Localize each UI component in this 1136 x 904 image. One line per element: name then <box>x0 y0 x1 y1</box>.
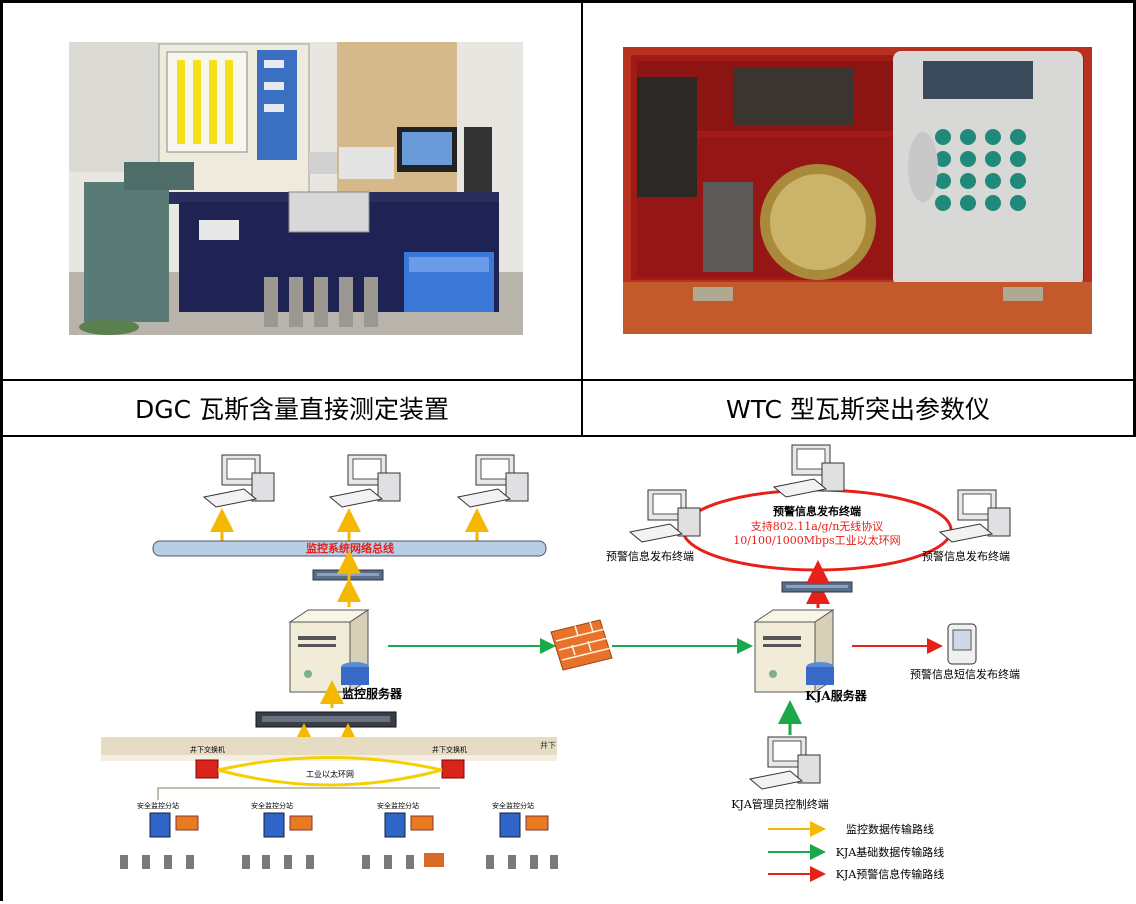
substation-3-label: 安全监控分站 <box>377 801 419 810</box>
sms-terminal-label: 预警信息短信发布终端 <box>910 667 1020 681</box>
core-switch-icon <box>255 711 397 728</box>
switch-left-icon <box>195 759 219 779</box>
wtc-instrument-photo <box>623 47 1092 334</box>
network-diagram-svg: 监控系统网络总线 监控服务器 KJA服务器 预警信息短信发布终端 <box>101 444 1020 882</box>
legend-item-red: KJA预警信息传输路线 <box>836 867 945 881</box>
sms-terminal-icon <box>947 623 977 665</box>
caption-dgc: DGC 瓦斯含量直接测定装置 <box>134 395 450 424</box>
table-row-divider-2 <box>0 435 1136 437</box>
monitor-pc-2-icon <box>329 454 401 508</box>
substation-4-label: 安全监控分站 <box>492 801 534 810</box>
ethernet-ring-label: 10/100/1000Mbps工业以太环网 <box>733 534 900 547</box>
substation-devices <box>120 787 558 869</box>
legend: 监控数据传输路线 KJA基础数据传输路线 KJA预警信息传输路线 <box>768 821 945 882</box>
dgc-apparatus-photo <box>69 42 523 335</box>
bus-label: 监控系统网络总线 <box>306 541 394 555</box>
terminal-left-label: 预警信息发布终端 <box>606 549 694 563</box>
warning-pc-right-icon <box>939 489 1011 543</box>
admin-terminal-icon <box>749 736 821 790</box>
table-border-right <box>1133 0 1136 437</box>
substation-2-label: 安全监控分站 <box>251 801 293 810</box>
legend-item-green: KJA基础数据传输路线 <box>836 845 945 859</box>
underground-label: 井下 <box>540 740 556 750</box>
firewall-icon <box>550 619 613 671</box>
admin-terminal-label: KJA管理员控制终端 <box>731 797 829 811</box>
table-border-left <box>0 0 3 901</box>
table-border-top <box>0 0 1136 3</box>
monitor-pc-1-icon <box>203 454 275 508</box>
ethernet-label: 工业以太环网 <box>306 769 354 779</box>
warning-pc-left-icon <box>629 489 701 543</box>
network-diagram: 监控系统网络总线 监控服务器 KJA服务器 预警信息短信发布终端 <box>100 440 1040 900</box>
monitor-pc-3-icon <box>457 454 529 508</box>
switch-right-icon <box>441 759 465 779</box>
switch-left-label: 井下交换机 <box>190 745 225 754</box>
table-row-divider-1 <box>0 379 1136 381</box>
wireless-protocol-label: 支持802.11a/g/n无线协议 <box>751 519 884 533</box>
warning-pc-top-icon <box>773 444 845 498</box>
legend-item-yellow: 监控数据传输路线 <box>846 822 934 836</box>
terminal-right-label: 预警信息发布终端 <box>922 549 1010 563</box>
kja-switch-icon <box>781 581 853 593</box>
switch-right-label: 井下交换机 <box>432 745 467 754</box>
caption-wtc: WTC 型瓦斯突出参数仪 <box>726 395 990 424</box>
warning-terminal-title: 预警信息发布终端 <box>773 504 861 518</box>
monitor-server-label: 监控服务器 <box>342 686 403 701</box>
kja-server-label: KJA服务器 <box>805 688 867 703</box>
substation-1-label: 安全监控分站 <box>137 801 179 810</box>
table-col-divider <box>581 0 583 437</box>
